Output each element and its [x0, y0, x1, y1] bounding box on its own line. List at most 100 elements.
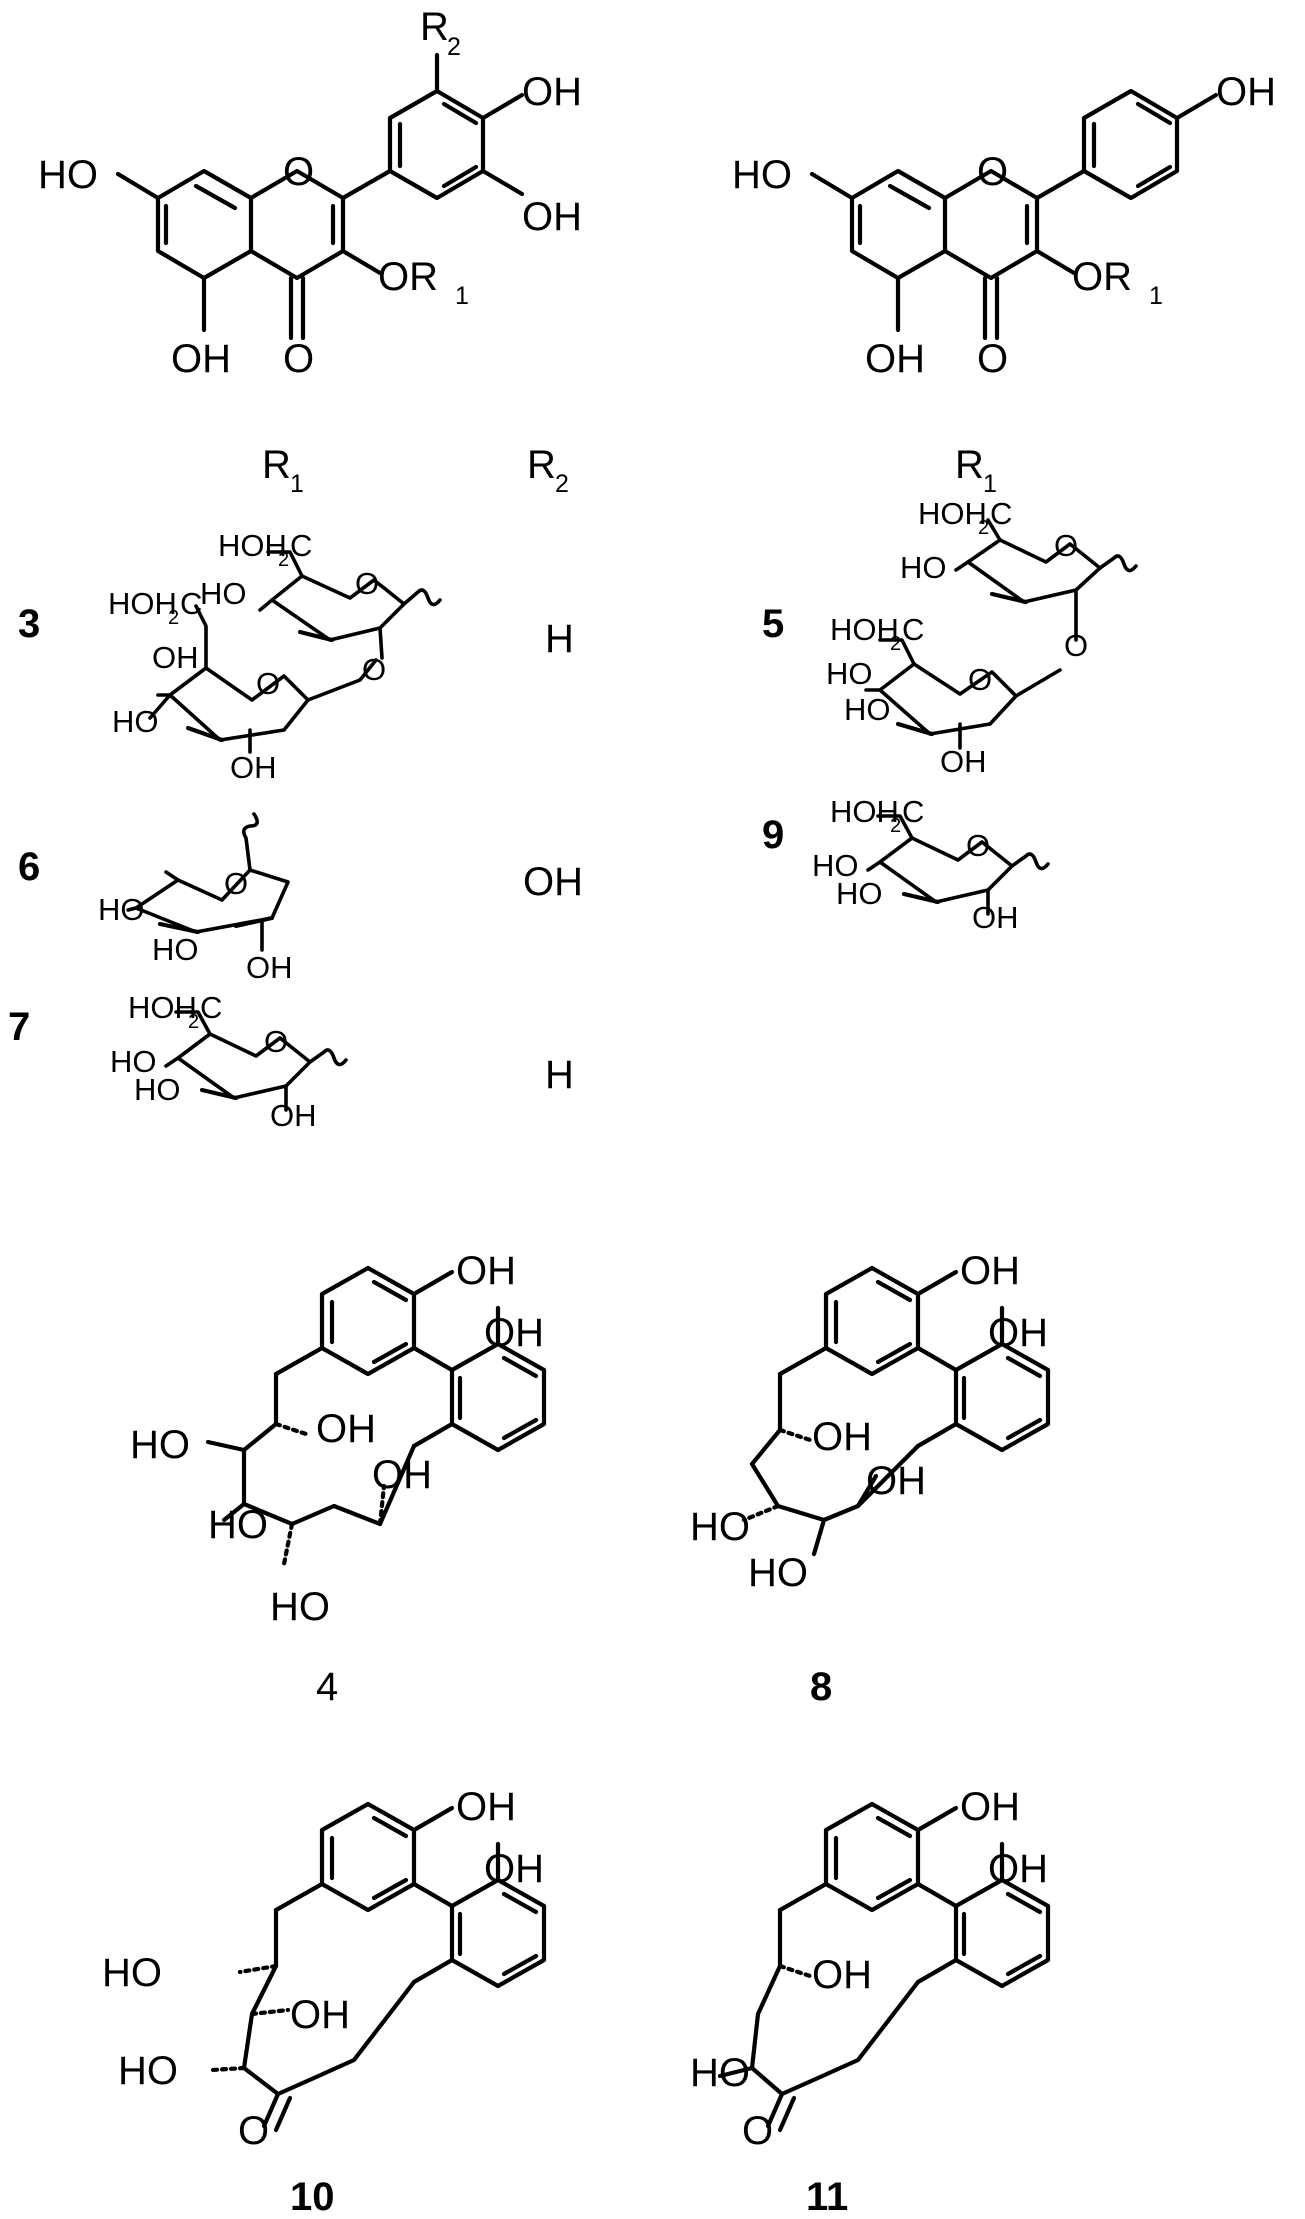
header-r1-left: R — [262, 443, 291, 487]
compound-3-row: 3 H HOH 2 C HO O O HOH 2 C OH O HO OH — [18, 528, 574, 785]
structure-atom-label: OH — [972, 900, 1019, 935]
structure-atom-label: HO — [812, 848, 859, 883]
label-o-ring-right: O — [977, 150, 1008, 194]
structure-atom-label: HO — [690, 2051, 750, 2095]
compound-10-macrocycle — [209, 1804, 544, 2133]
structure-atom-label: HOH — [918, 496, 987, 531]
structure-atom-label: O — [224, 866, 248, 901]
label-or1-sub-right: 1 — [1149, 282, 1163, 310]
structure-atom-label: O — [355, 566, 379, 601]
compound-4-labels: OH OH OH HO HO OH HO 4 — [130, 1249, 544, 1709]
compound-6-row: 6 OH O HO HO OH — [18, 812, 583, 985]
r2-value: OH — [523, 860, 583, 904]
header-r2: R — [527, 443, 556, 487]
structure-atom-label: OH — [988, 1311, 1048, 1355]
structure-atom-label: HO — [900, 550, 947, 585]
flavonol-core-right — [809, 88, 1219, 341]
header-r1-right: R — [955, 443, 984, 487]
structure-atom-label: O — [362, 652, 386, 687]
structure-atom-label: C — [180, 586, 202, 621]
flavonol-labels-left: HO OH O O OR 1 R 2 OH OH — [38, 5, 582, 381]
structure-atom-label: C — [902, 794, 924, 829]
structure-atom-label: HOH — [128, 990, 197, 1025]
structure-atom-label: OH — [270, 1098, 317, 1133]
compound-number-10: 10 — [290, 2175, 335, 2219]
structure-atom-label: O — [968, 662, 992, 697]
structure-atom-label: O — [1054, 528, 1078, 563]
compound-number-8: 8 — [810, 1665, 832, 1709]
structure-atom-label: HOH — [108, 586, 177, 621]
structure-atom-label: C — [902, 612, 924, 647]
compound-11-labels: OH OH OH HO O 11 — [690, 1785, 1048, 2219]
compound-9-row: 9 HOH 2 C HO O HO OH — [762, 794, 1050, 935]
structure-atom-label: HO — [130, 1423, 190, 1467]
structure-atom-label: OH — [812, 1415, 872, 1459]
structure-atom-label: OH — [456, 1249, 516, 1293]
table-headers: R 1 R 2 R 1 — [262, 443, 997, 498]
structure-atom-label: OH — [152, 640, 199, 675]
flavonol-core-left — [115, 52, 525, 341]
structure-atom-label: HO — [118, 2049, 178, 2093]
structure-atom-label: HO — [836, 876, 883, 911]
compound-5-row: 5 HOH 2 C HO O O HOH 2 C HO O HO OH — [762, 496, 1138, 779]
structure-atom-label: OH — [230, 750, 277, 785]
label-or1-sub: 1 — [455, 282, 469, 310]
label-r2-sub: 2 — [447, 33, 461, 61]
structure-atom-label: C — [200, 990, 222, 1025]
structure-atom-label: 2 — [168, 607, 179, 629]
structure-atom-label: HO — [112, 704, 159, 739]
compound-number: 6 — [18, 845, 40, 889]
structure-atom-label: OH — [866, 1459, 926, 1503]
structure-atom-label: HO — [826, 656, 873, 691]
structure-atom-label: OH — [290, 1993, 350, 2037]
compound-11-macrocycle — [717, 1804, 1048, 2133]
structure-atom-label: OH — [960, 1785, 1020, 1829]
label-oh-3p: OH — [522, 195, 582, 239]
structure-atom-label: HO — [208, 1503, 268, 1547]
structure-atom-label: OH — [988, 1847, 1048, 1891]
label-oh-4p-right: OH — [1216, 70, 1276, 114]
structure-atom-label: OH — [246, 950, 293, 985]
label-oh-4p: OH — [522, 70, 582, 114]
structure-atom-label: 2 — [890, 633, 901, 655]
compound-8-macrocycle — [741, 1268, 1048, 1557]
structure-atom-label: HO — [690, 1505, 750, 1549]
structure-atom-label: HO — [270, 1585, 330, 1629]
label-oh-5: OH — [171, 337, 231, 381]
label-o-keto: O — [283, 337, 314, 381]
structure-atom-label: HO — [152, 932, 199, 967]
header-r1-right-sub: 1 — [983, 470, 997, 498]
label-r2: R — [420, 5, 449, 49]
structure-atom-label: HO — [748, 1551, 808, 1595]
structure-atom-label: HO — [200, 576, 247, 611]
structure-atom-label: O — [264, 1024, 288, 1059]
compound-number: 3 — [18, 602, 40, 646]
label-or1: OR — [378, 255, 438, 299]
compound-number-11: 11 — [806, 2175, 848, 2219]
structure-atom-label: OH — [316, 1407, 376, 1451]
compound-4-macrocycle — [205, 1268, 544, 1567]
compound-number-4: 4 — [316, 1665, 338, 1709]
structure-atom-label: OH — [372, 1453, 432, 1497]
structure-atom-label: HOH — [830, 612, 899, 647]
r2-value: H — [545, 617, 574, 661]
structure-atom-label: HOH — [830, 794, 899, 829]
structure-atom-label: OH — [456, 1785, 516, 1829]
structure-atom-label: 2 — [188, 1011, 199, 1033]
structure-atom-label: 2 — [978, 517, 989, 539]
structure-atom-label: C — [290, 528, 312, 563]
structure-atom-label: O — [1064, 628, 1088, 663]
header-r2-sub: 2 — [555, 470, 569, 498]
structure-atom-label: 2 — [278, 549, 289, 571]
structure-atom-label: HO — [102, 1951, 162, 1995]
label-o-keto-right: O — [977, 337, 1008, 381]
label-ho-7-right: HO — [732, 153, 792, 197]
compound-7-row: 7 H HOH 2 C HO O HO OH — [8, 990, 574, 1133]
label-or1-right: OR — [1072, 255, 1132, 299]
compound-10-labels: OH OH HO OH HO O 10 — [102, 1785, 544, 2219]
structure-atom-label: O — [966, 828, 990, 863]
header-r1-left-sub: 1 — [290, 470, 304, 498]
structure-atom-label: O — [742, 2109, 773, 2153]
structure-atom-label: C — [990, 496, 1012, 531]
